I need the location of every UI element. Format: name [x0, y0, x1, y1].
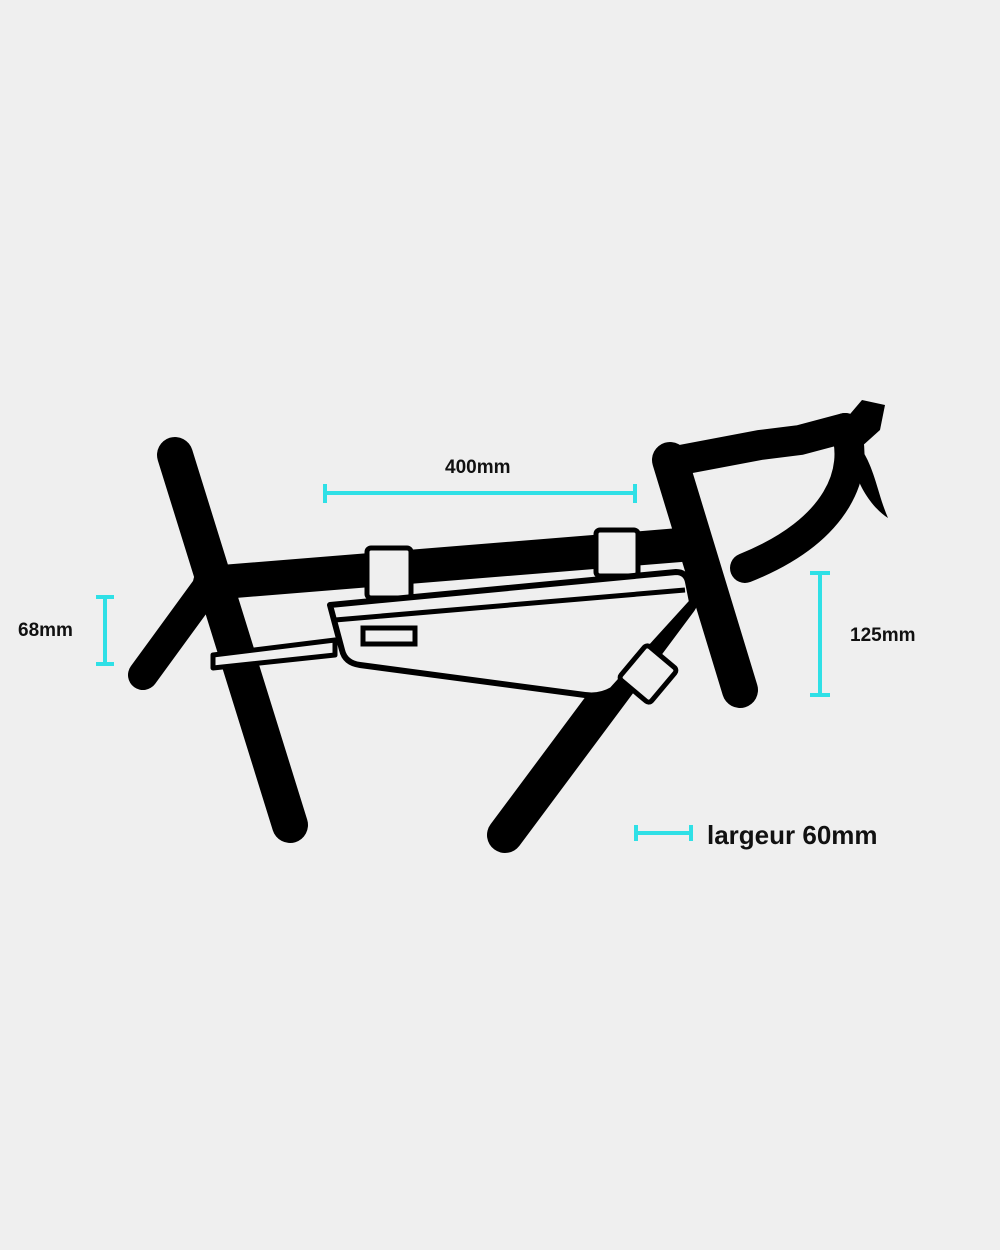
bag-top-strap-front [593, 527, 641, 579]
stem [655, 413, 860, 477]
front-height-dimension-label: 125mm [850, 625, 916, 646]
dim-line-68mm [96, 595, 114, 666]
frame-bag [210, 527, 695, 705]
rear-height-dimension-label: 68mm [18, 620, 73, 641]
head-tube [652, 442, 758, 708]
bag-body [327, 569, 695, 699]
bag-top-strap-rear [364, 545, 414, 601]
width-dimension-label: largeur 60mm [707, 820, 878, 850]
seat-stay [128, 575, 220, 690]
dimension-lines [96, 484, 830, 841]
brake-lever [845, 400, 888, 518]
drop-handlebar [730, 413, 865, 583]
bag-lower-strap [210, 637, 338, 671]
bag-down-tube-strap [617, 643, 679, 705]
bag-logo-patch [360, 625, 418, 647]
dim-line-width-60mm [634, 825, 693, 841]
length-dimension-label: 400mm [445, 457, 511, 478]
bag-zipper [334, 587, 686, 623]
seat-tube [157, 437, 308, 843]
dim-line-400mm [323, 484, 637, 503]
dim-line-125mm [810, 571, 830, 697]
